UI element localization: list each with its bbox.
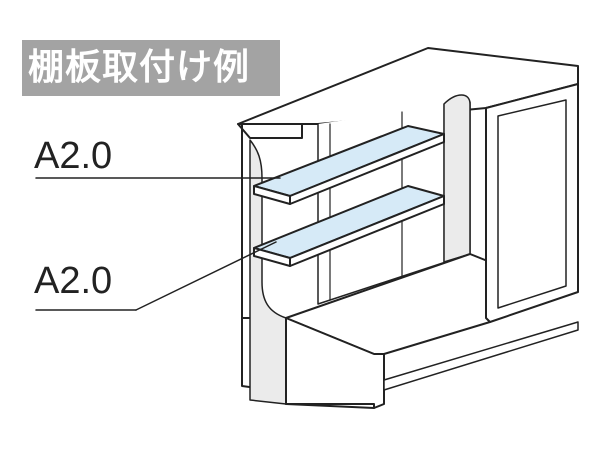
lower-shelf-edge-long [289,195,445,267]
callout-label-lower-shelf: A2.0 [34,260,113,302]
right-inner-post [443,94,471,263]
floor-front-edge [285,317,385,409]
sliding-door [497,99,567,309]
leader-line-lower-slant [135,241,277,311]
roof-front-edge [237,123,303,139]
page-title: 棚板取付け例 [22,40,280,96]
door-rail [383,321,579,391]
upper-shelf-edge-long [289,133,445,205]
callout-label-upper-shelf: A2.0 [34,135,113,177]
